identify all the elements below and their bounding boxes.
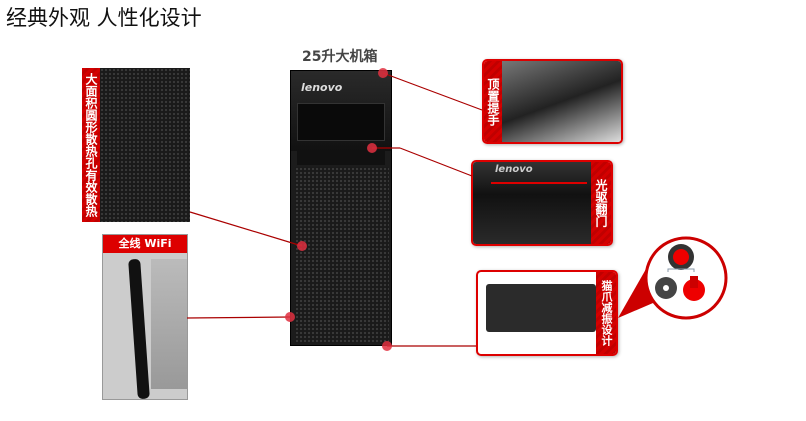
front-mesh — [295, 167, 389, 343]
vent-photo — [100, 68, 190, 222]
brand-logo: lenovo — [301, 81, 343, 94]
feet-label: 猫爪减振设计 — [596, 272, 616, 354]
front-ports — [297, 151, 385, 165]
wifi-label: 全线 WiFi — [103, 235, 187, 253]
drive-door-photo: lenovo — [473, 162, 591, 244]
drive-door-panel: lenovo 光驱翻门 — [471, 160, 613, 246]
handle-photo — [502, 61, 621, 142]
vent-label: 大面积圆形散热孔有效散热 — [82, 68, 100, 222]
tower-case: lenovo — [290, 70, 392, 346]
brand-logo-small: lenovo — [495, 164, 533, 175]
wifi-photo: 全线 WiFi — [102, 234, 188, 400]
handle-label: 顶置提手 — [484, 61, 502, 142]
drive-door-label: 光驱翻门 — [591, 162, 611, 244]
handle-panel: 顶置提手 — [482, 59, 623, 144]
feet-panel: 猫爪减振设计 — [476, 270, 618, 356]
drive-bay — [297, 103, 385, 141]
io-panel — [151, 259, 187, 389]
red-trim — [491, 182, 587, 184]
chassis-caption: 25升大机箱 — [302, 49, 378, 65]
page-title: 经典外观 人性化设计 — [6, 6, 202, 30]
feet-photo — [486, 284, 596, 332]
